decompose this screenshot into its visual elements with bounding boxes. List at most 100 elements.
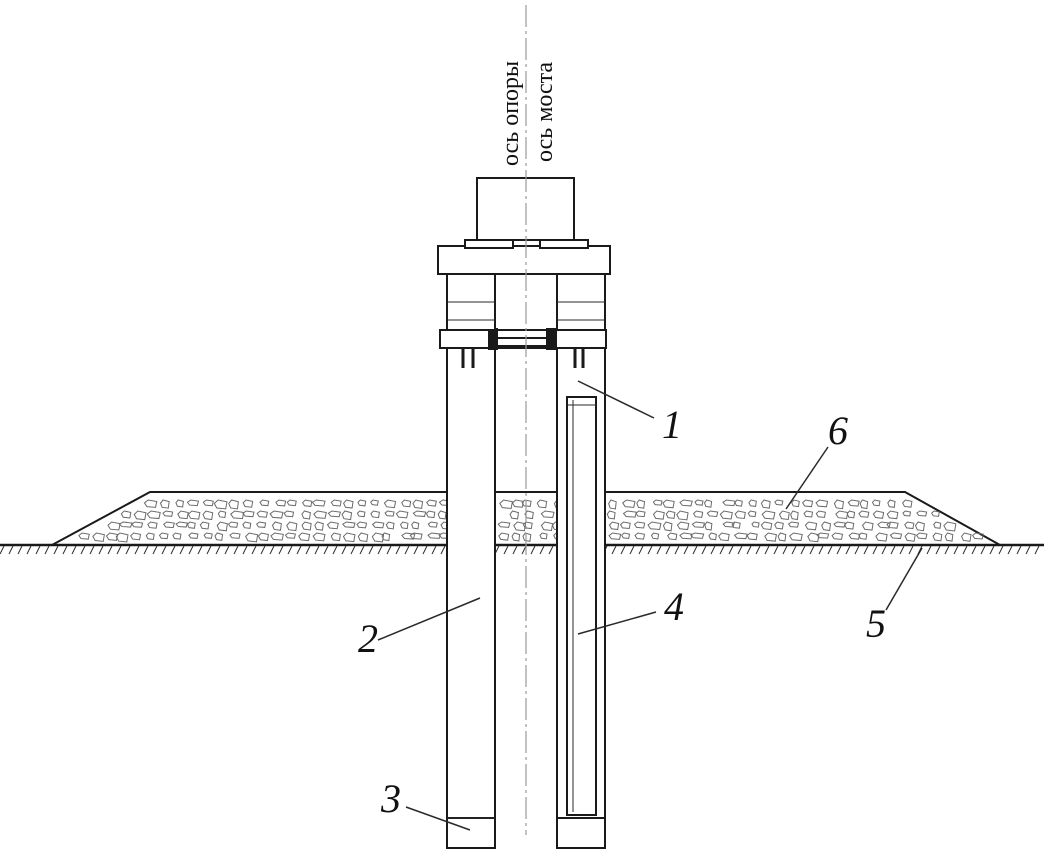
stone [214,532,224,541]
hatch-mark [1025,545,1031,555]
stone [790,510,799,521]
stone [904,532,916,542]
stone [693,510,704,518]
hatch-mark [251,545,257,555]
hatch-mark [782,545,788,555]
stone [933,521,942,529]
stone [833,499,845,510]
hatch-mark [8,545,14,555]
stone [679,532,693,540]
stone [326,521,339,530]
stone [371,521,385,529]
hatch-mark [530,545,536,555]
stone [844,521,855,530]
stone [751,521,760,528]
stone [202,510,214,521]
stone [636,499,646,509]
stone [634,532,646,540]
stone [816,532,830,539]
stone [381,532,391,542]
hatch-mark [719,545,725,555]
stone [831,532,844,540]
hatch-mark [836,545,842,555]
stone [833,521,846,528]
stone [521,499,532,507]
stone [497,521,511,528]
hatch-mark [881,545,887,555]
stone [667,532,678,541]
hatch-mark [224,545,230,555]
stone [522,521,533,530]
hatch-mark [323,545,329,555]
stone [761,510,776,520]
stone [916,510,928,517]
stone [256,510,268,518]
stone [509,510,520,520]
stone [861,521,874,531]
stone [858,532,868,540]
anchor-bolts [461,348,585,368]
pile-tip-left [446,817,496,849]
stone [330,499,342,507]
hatch-mark [197,545,203,555]
hatch-mark [629,545,635,555]
stone [522,532,532,542]
support-axis-label: ось опоры [498,61,524,166]
stone [242,521,252,529]
stone [228,499,239,510]
stone [886,510,899,520]
hatch-mark [773,545,779,555]
stone [356,510,366,518]
hatch-mark [215,545,221,555]
stone [356,521,368,529]
stone [330,532,341,542]
stone [244,532,259,543]
stone [384,510,395,517]
hatch-mark [188,545,194,555]
stone [511,499,524,508]
stone [270,532,284,541]
stone-texture [78,499,984,543]
stone [633,521,646,529]
stone [143,499,158,508]
hatch-mark [386,545,392,555]
stone [401,532,416,540]
stone [203,532,213,539]
hatch-mark [233,545,239,555]
callout-3: 3 [380,776,401,821]
hatch-mark [350,545,356,555]
stone [848,532,861,540]
stone [145,532,155,540]
hatch-mark [71,545,77,555]
stone [286,499,297,507]
stone [718,532,730,542]
stone [133,510,147,521]
stone [312,532,326,542]
stone [357,499,367,507]
hatch-mark [539,545,545,555]
stone [298,532,311,542]
cap-beam [437,239,611,275]
stone [437,510,447,520]
pile-tip-right [556,817,606,849]
stone [115,532,129,543]
stone [944,532,954,542]
hatch-mark [953,545,959,555]
stone [652,499,663,506]
embankment-fill [51,491,1001,546]
stone [887,499,896,508]
stone [774,521,784,530]
stone [217,510,227,519]
stone [804,521,818,531]
hatch-mark [701,545,707,555]
stone [162,521,175,529]
stone [259,499,270,507]
stone [540,521,554,532]
stone [188,532,199,539]
stone [722,499,736,507]
hatch-mark [926,545,932,555]
hatch-mark [332,545,338,555]
stone [540,510,555,519]
hatch-mark [17,545,23,555]
stone [172,532,182,540]
